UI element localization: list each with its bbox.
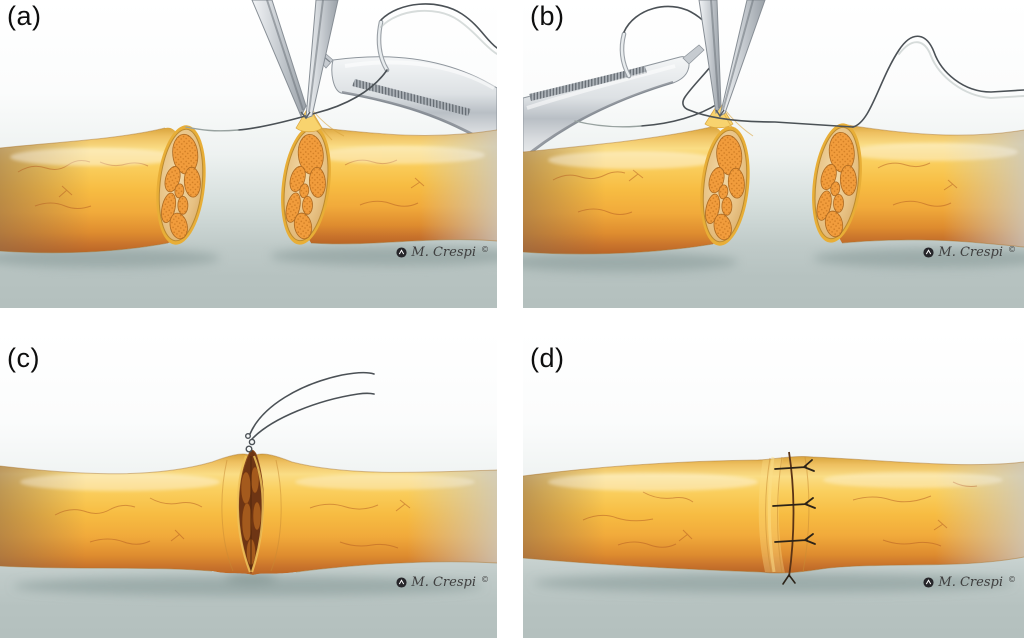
copyright-mark: © <box>1008 575 1016 584</box>
signature-text: M. Crespi <box>411 575 476 590</box>
suture-thread <box>574 5 1024 128</box>
copyright-mark: © <box>1008 245 1016 254</box>
distal-nerve-stump <box>274 105 497 248</box>
signature-text: M. Crespi <box>938 575 1003 590</box>
artist-signature: M. Crespi © <box>923 576 1016 590</box>
suture-needle <box>619 31 632 79</box>
copyright-mark: © <box>481 245 489 254</box>
artist-signature: M. Crespi © <box>396 246 489 260</box>
suture-thread <box>185 3 497 132</box>
panel-c: (c) M. Crespi © <box>0 330 497 638</box>
panel-c-artwork <box>0 330 497 638</box>
needle-holder <box>311 46 497 151</box>
panel-d-artwork <box>523 330 1024 638</box>
signature-text: M. Crespi <box>938 245 1003 260</box>
crespi-logo-icon <box>396 247 407 258</box>
suture-knot <box>244 371 375 453</box>
panel-b-artwork <box>523 0 1024 308</box>
ground-shadow <box>13 572 483 596</box>
ground-shadow <box>523 248 1024 272</box>
panel-d: (d) M. Crespi © <box>523 330 1024 638</box>
panel-label-b: (b) <box>530 1 565 31</box>
coaptation-gap <box>221 449 282 575</box>
suture-needle <box>376 19 390 73</box>
ground-shadow <box>0 246 497 268</box>
micro-forceps <box>698 0 766 118</box>
needle-holder <box>523 44 705 161</box>
epineurial-sutures <box>772 459 816 585</box>
signature-text: M. Crespi <box>411 245 476 260</box>
crespi-logo-icon <box>923 247 934 258</box>
panel-a: (a) M. Crespi © <box>0 0 497 308</box>
artist-signature: M. Crespi © <box>396 576 489 590</box>
artist-signature: M. Crespi © <box>923 246 1016 260</box>
distal-nerve-stump <box>805 120 1024 248</box>
micro-forceps <box>251 0 339 120</box>
panel-label-d: (d) <box>530 343 565 373</box>
panel-a-artwork <box>0 0 497 308</box>
panel-label-a: (a) <box>7 1 42 31</box>
ground-shadow <box>533 573 1013 593</box>
proximal-nerve-stump <box>0 122 212 254</box>
repaired-nerve-trunk <box>523 451 1024 578</box>
panel-label-c: (c) <box>7 343 40 373</box>
crespi-logo-icon <box>923 577 934 588</box>
copyright-mark: © <box>481 575 489 584</box>
crespi-logo-icon <box>396 577 407 588</box>
panel-b: (b) M. Crespi © <box>523 0 1024 308</box>
